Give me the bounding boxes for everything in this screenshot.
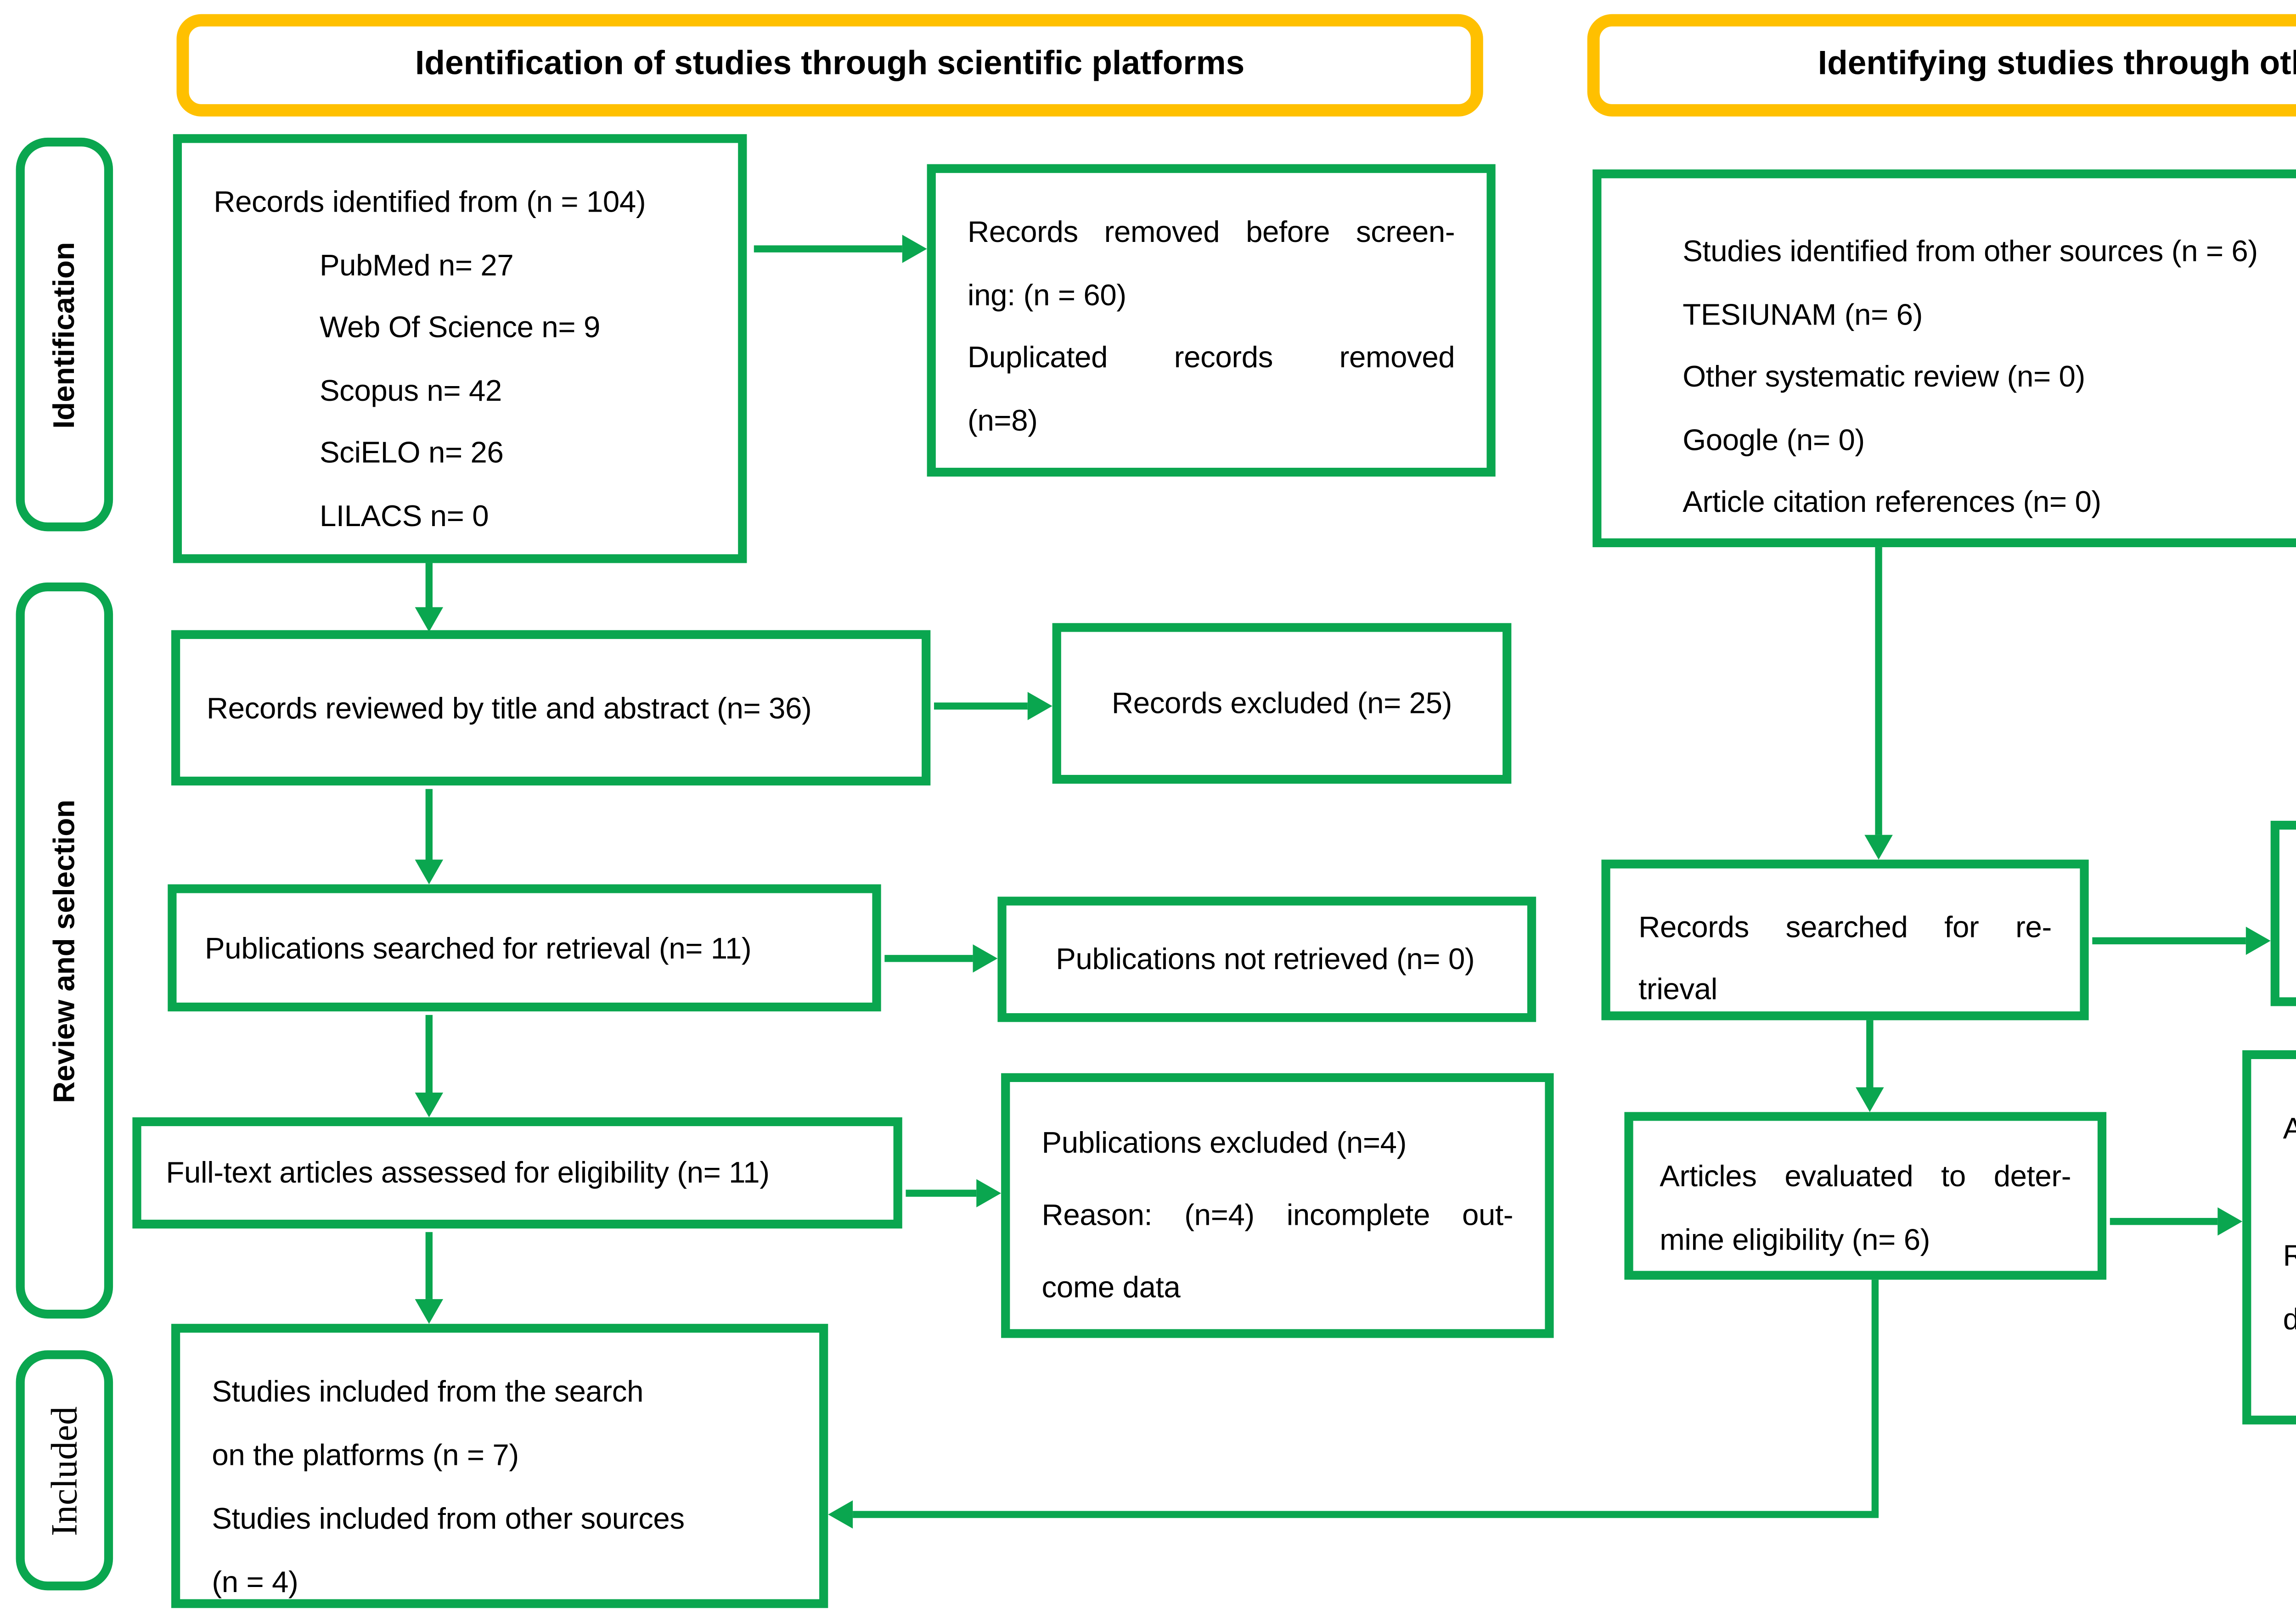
arrow-evaluated-to-included-horizontal	[853, 1511, 1879, 1518]
box-publications-searched: Publications searched for retrieval (n= …	[168, 884, 881, 1012]
arrow-recsearched-to-evaluated-head	[1856, 1087, 1884, 1112]
arrow-searched-to-notretrieved-head	[973, 944, 998, 973]
header-scientific-platforms-label: Identification of studies through scient…	[415, 45, 1245, 83]
box-text-line: Studies included from the search	[212, 1375, 644, 1409]
box-text-line	[2283, 1161, 2296, 1225]
box-text-line: (n = 4)	[212, 1565, 298, 1599]
arrow-identified-to-removed-head	[902, 235, 927, 263]
box-publications-not-retrieved: Publications not retrieved (n= 0)	[997, 897, 1536, 1022]
box-records-removed: Records removed before screen-ing: (n = …	[927, 164, 1496, 477]
box-text-line: come data	[1041, 1271, 1181, 1305]
phase-review-and-selection: Review and selection	[16, 582, 113, 1319]
box-fulltext-assessed: Full-text articles assessed for eligibil…	[132, 1117, 902, 1229]
box-text-line: Studies identified from other sources (n…	[1683, 235, 2258, 269]
box-text-line: Publications not retrieved (n= 0)	[1056, 942, 1475, 976]
arrow-evaluated-to-artexcluded-shaft	[2110, 1218, 2218, 1225]
box-text-line: trieval	[1638, 972, 1717, 1006]
box-text-line: Full-text articles assessed for eligibil…	[166, 1156, 770, 1190]
box-text-line: Articles excluded (n = 2)	[2283, 1098, 2296, 1161]
box-articles-excluded: Articles excluded (n = 2) Reason: incomp…	[2242, 1050, 2296, 1424]
box-text-line: mine eligibility (n= 6)	[1660, 1223, 1930, 1257]
arrow-identified-to-reviewed-shaft	[425, 563, 433, 611]
box-text-line: ing: (n = 60)	[968, 278, 1126, 312]
box-text-line: Records searched for re-	[1638, 911, 2052, 945]
arrow-reviewed-to-excluded-head	[1027, 692, 1052, 720]
box-text-line: Records removed before screen-	[968, 215, 1455, 249]
arrow-evaluated-to-included-head	[828, 1500, 853, 1529]
box-records-not-retrieved: Records not retrieved(n= 0)	[2270, 820, 2296, 1006]
arrow-identified-to-removed-shaft	[754, 245, 902, 252]
box-text-line: TESIUNAM (n= 6)	[1683, 297, 1923, 331]
arrow-recsearched-to-recnotretrieved-head	[2245, 926, 2271, 955]
box-text-line: Records excluded (n= 25)	[1111, 686, 1452, 720]
box-records-identified: Records identified from (n = 104) PubMed …	[173, 134, 747, 563]
arrow-searched-to-fulltext-shaft	[425, 1015, 433, 1093]
header-scientific-platforms: Identification of studies through scient…	[176, 14, 1483, 117]
phase-identification: Identification	[16, 137, 113, 532]
box-studies-included: Studies included from the search on the p…	[171, 1323, 828, 1608]
phase-identification-label: Identification	[46, 241, 80, 428]
box-text-line: Records reviewed by title and abstract (…	[206, 691, 812, 725]
arrow-fulltext-to-pubexcluded-shaft	[906, 1189, 977, 1197]
box-text-line: LILACS n= 0	[319, 499, 489, 533]
header-other-sources: Identifying studies through other source…	[1587, 14, 2296, 117]
box-articles-evaluated: Articles evaluated to deter-mine eligibi…	[1624, 1112, 2107, 1280]
box-text-line: PubMed n= 27	[319, 248, 514, 282]
arrow-evaluated-to-artexcluded-head	[2217, 1207, 2243, 1236]
box-text-line: data	[2283, 1289, 2296, 1352]
box-text-line: Articles evaluated to deter-	[1660, 1160, 2071, 1194]
box-text-line: Reason: incomplete outcome	[2283, 1225, 2296, 1288]
arrow-identified-to-reviewed-head	[415, 607, 444, 632]
box-text-line: Records identified from (n = 104)	[214, 185, 646, 219]
box-text-line: Scopus n= 42	[319, 373, 502, 407]
box-text-line: Studies included from other sources	[212, 1502, 685, 1536]
box-text-line: SciELO n= 26	[319, 436, 504, 470]
box-text-line: Web Of Science n= 9	[319, 310, 600, 344]
arrow-fulltext-to-pubexcluded-head	[976, 1179, 1002, 1207]
box-records-excluded: Records excluded (n= 25)	[1052, 623, 1512, 784]
phase-included: Included	[16, 1350, 113, 1591]
arrow-reviewed-to-searched-head	[415, 859, 444, 885]
box-text-line: on the platforms (n = 7)	[212, 1438, 519, 1472]
arrow-searched-to-fulltext-head	[415, 1093, 444, 1117]
box-text-line: Publications excluded (n=4)	[1041, 1126, 1407, 1160]
arrow-reviewed-to-excluded-shaft	[934, 702, 1028, 710]
arrow-reviewed-to-searched-shaft	[425, 789, 433, 860]
box-records-searched: Records searched for re-trieval	[1601, 859, 2089, 1021]
box-text-line: (n=8)	[968, 403, 1038, 437]
arrow-othersources-to-recsearched-head	[1864, 835, 1893, 860]
phase-review-and-selection-label: Review and selection	[46, 798, 80, 1103]
box-records-reviewed: Records reviewed by title and abstract (…	[171, 630, 931, 786]
arrow-evaluated-to-included-vertical	[1871, 1279, 1879, 1515]
box-text-line: Google (n= 0)	[1683, 422, 1865, 456]
box-publications-excluded: Publications excluded (n=4) Reason: (n=4)…	[1001, 1073, 1554, 1338]
box-text-line: Publications searched for retrieval (n= …	[205, 931, 752, 965]
arrow-fulltext-to-included-head	[415, 1299, 444, 1324]
arrow-searched-to-notretrieved-shaft	[884, 955, 973, 962]
arrow-recsearched-to-recnotretrieved-shaft	[2092, 937, 2246, 945]
header-other-sources-label: Identifying studies through other source…	[1818, 45, 2296, 83]
arrow-othersources-to-recsearched-shaft	[1875, 547, 1882, 835]
box-text-line: Duplicated records removed	[968, 341, 1455, 375]
box-text-line: Article citation references (n= 0)	[1683, 485, 2101, 519]
box-text-line: Reason: (n=4) incomplete out-	[1041, 1198, 1514, 1232]
box-studies-other-sources: Studies identified from other sources (n…	[1593, 169, 2296, 547]
arrow-fulltext-to-included-shaft	[425, 1232, 433, 1299]
arrow-recsearched-to-evaluated-shaft	[1866, 1020, 1874, 1088]
phase-included-label: Included	[42, 1405, 85, 1536]
box-text-line: Other systematic review (n= 0)	[1683, 360, 2085, 394]
